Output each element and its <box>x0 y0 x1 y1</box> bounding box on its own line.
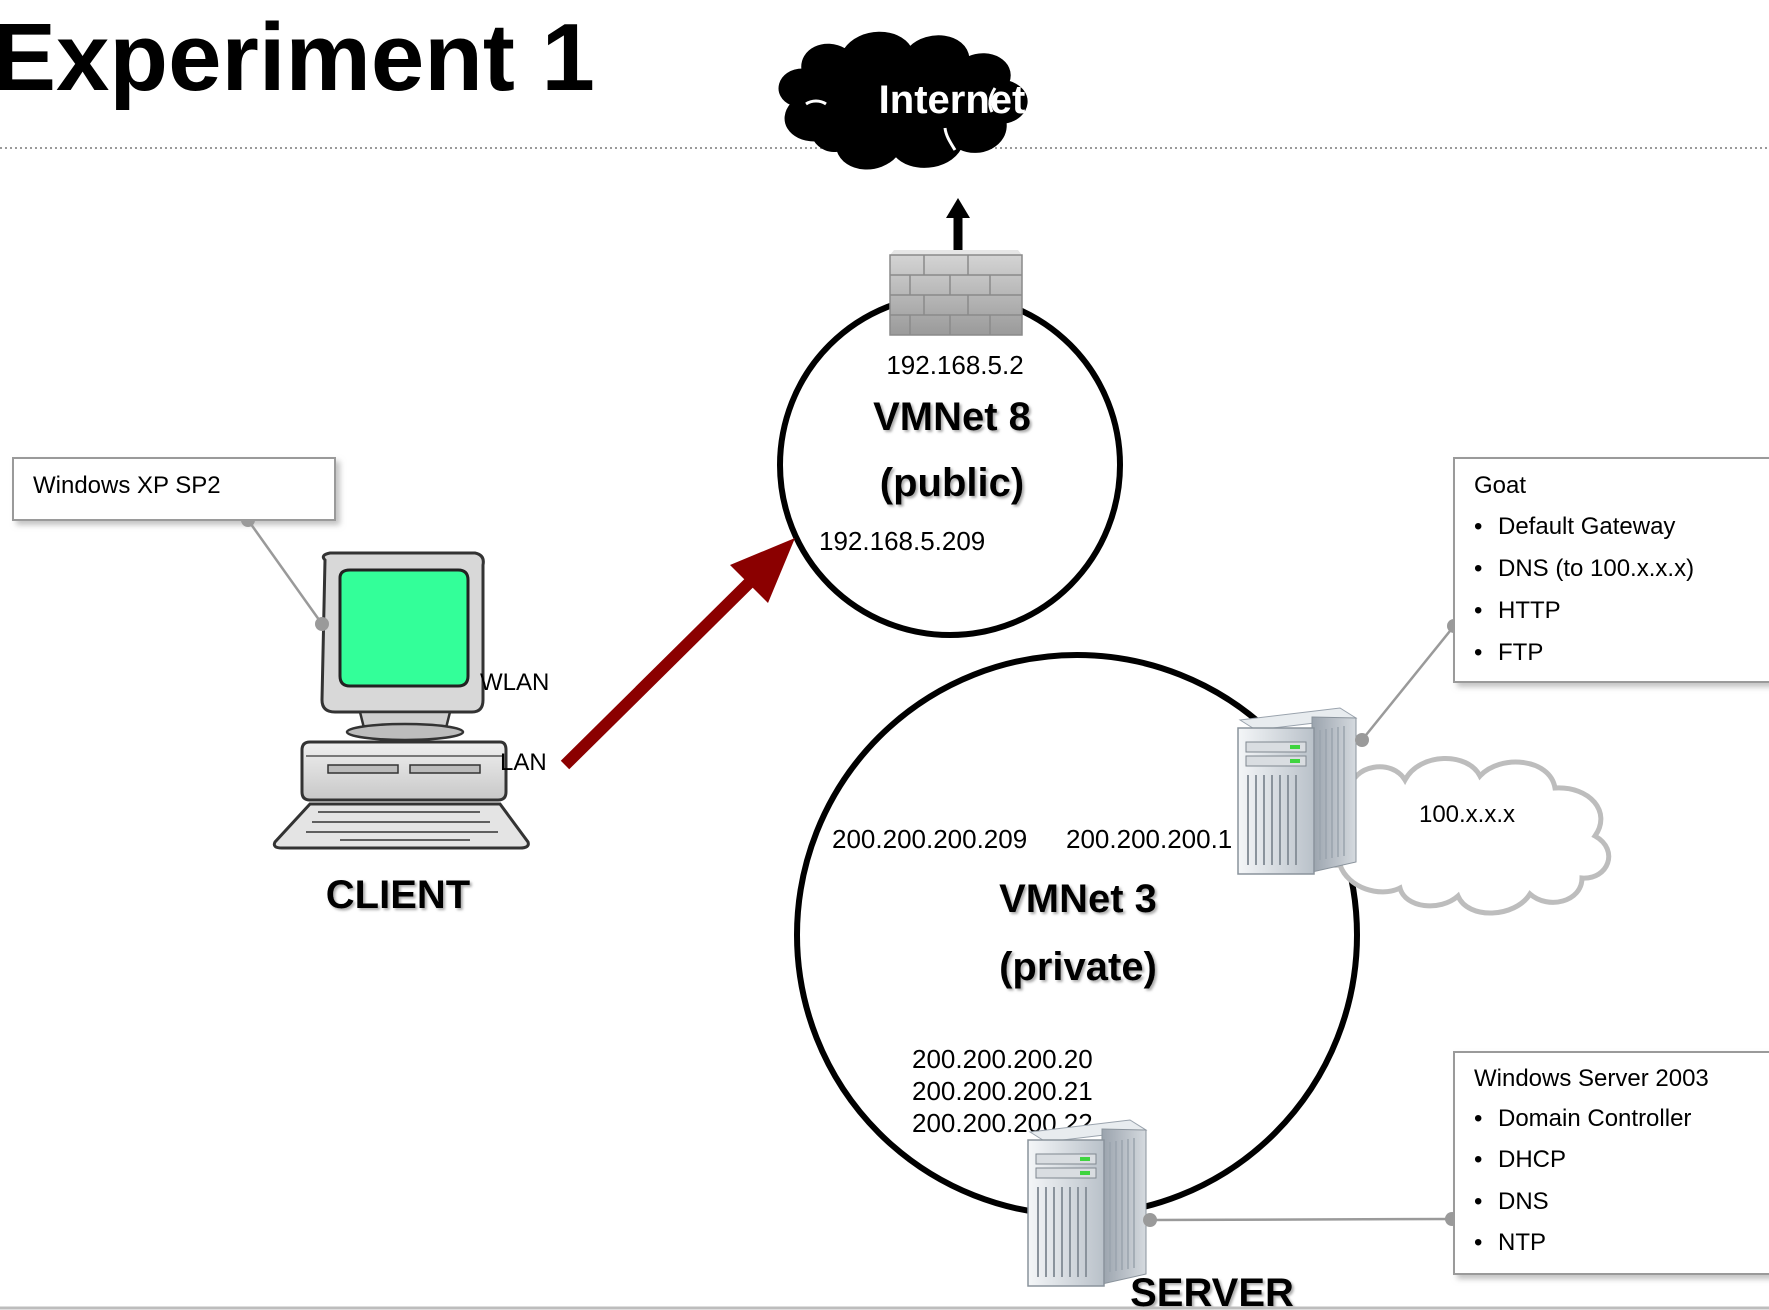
internet-cloud: Internet <box>778 31 1028 170</box>
goat-callout-connector <box>1355 619 1461 747</box>
server-service-domain-controller: Domain Controller <box>1498 1105 1691 1132</box>
vmnet3-server-ip-1: 200.200.200.20 <box>912 1044 1093 1074</box>
vmnet3-server-ip-2: 200.200.200.21 <box>912 1076 1093 1106</box>
goat-service-bullet: • <box>1474 555 1482 582</box>
internet-label: Internet <box>879 78 1026 122</box>
client-callout-text: Windows XP SP2 <box>33 472 221 499</box>
firewall-icon <box>889 250 1023 336</box>
server-service-dhcp: DHCP <box>1498 1146 1566 1173</box>
goat-callout: Goat • Default Gateway • DNS (to 100.x.x… <box>1453 457 1769 683</box>
client-label: CLIENT <box>326 873 470 917</box>
client-wlan-label: WLAN <box>480 669 549 696</box>
server-service-dns: DNS <box>1498 1188 1549 1215</box>
server-service-ntp: NTP <box>1498 1229 1546 1256</box>
server-service-bullet: • <box>1474 1105 1482 1132</box>
vmnet8-gateway-ip: 192.168.5.2 <box>886 350 1023 380</box>
goat-service-bullet: • <box>1474 513 1482 540</box>
vmnet8-type: (public) <box>880 461 1024 505</box>
client-callout: Windows XP SP2 <box>12 457 336 521</box>
vmnet3-type: (private) <box>999 945 1157 989</box>
goat-service-dns: DNS (to 100.x.x.x) <box>1498 555 1694 582</box>
vmnet3-goat-ip: 200.200.200.1 <box>1066 824 1232 854</box>
server-callout-title: Windows Server 2003 <box>1474 1065 1709 1092</box>
goat-callout-title: Goat <box>1474 472 1526 499</box>
goat-service-ftp: FTP <box>1498 639 1543 666</box>
vmnet3-name: VMNet 3 <box>999 877 1157 921</box>
server-callout-connector <box>1143 1212 1459 1227</box>
server-label: SERVER <box>1130 1271 1294 1310</box>
vmnet8-client-ip: 192.168.5.209 <box>819 526 985 556</box>
external-network-cloud: 100.x.x.x <box>1308 756 1612 916</box>
goat-service-default-gateway: Default Gateway <box>1498 513 1675 540</box>
vmnet8-name: VMNet 8 <box>873 395 1031 439</box>
goat-service-http: HTTP <box>1498 597 1561 624</box>
client-lan-label: LAN <box>500 749 547 776</box>
goat-service-bullet: • <box>1474 597 1482 624</box>
vmnet3-client-ip: 200.200.200.209 <box>832 824 1027 854</box>
goat-server-icon <box>1237 707 1358 875</box>
client-to-vmnet8-arrow <box>560 538 795 770</box>
main-server-icon <box>1027 1119 1148 1287</box>
client-callout-connector <box>241 513 329 631</box>
server-service-bullet: • <box>1474 1146 1482 1173</box>
page-title: Experiment 1 <box>0 4 595 111</box>
goat-service-bullet: • <box>1474 639 1482 666</box>
server-service-bullet: • <box>1474 1229 1482 1256</box>
external-network-label: 100.x.x.x <box>1419 801 1515 828</box>
server-service-bullet: • <box>1474 1188 1482 1215</box>
uplink-arrow <box>946 198 970 250</box>
server-callout: Windows Server 2003 • Domain Controller … <box>1453 1051 1769 1275</box>
client-computer-icon <box>272 551 530 850</box>
